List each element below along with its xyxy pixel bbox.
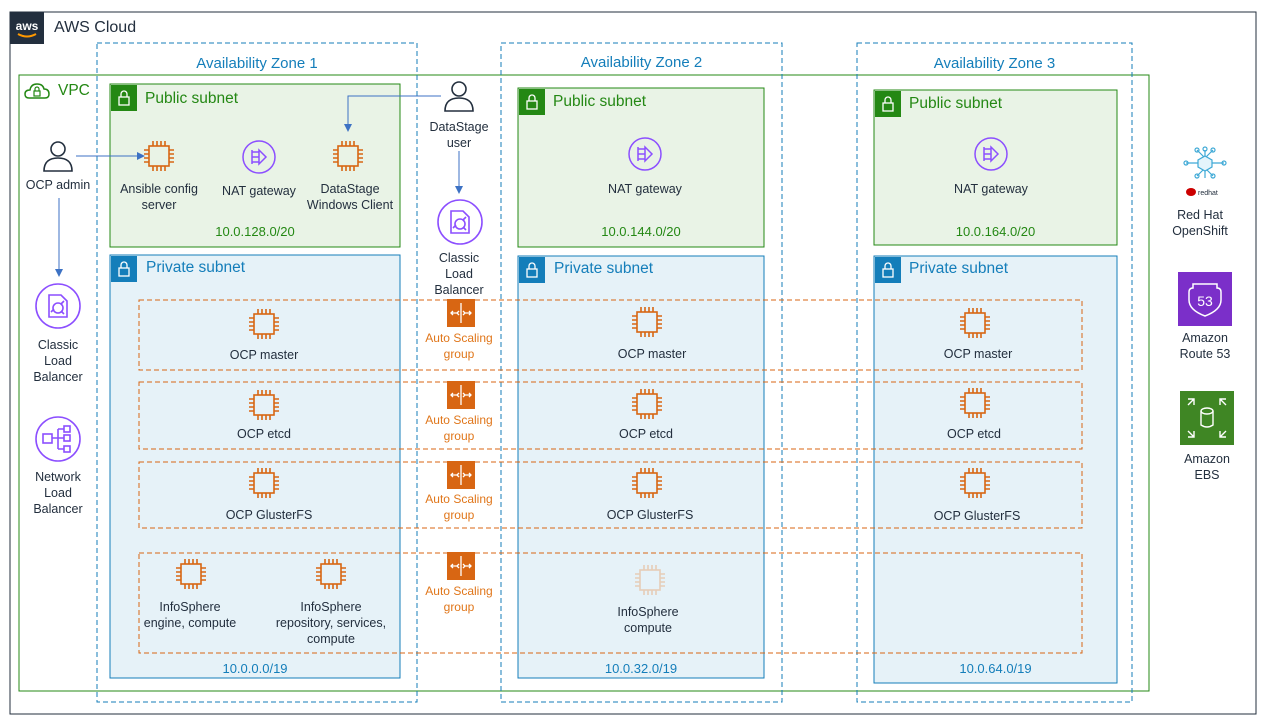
az2-ocp-master-label: OCP master <box>617 347 687 361</box>
az1-nat-gateway-label: NAT gateway <box>222 184 296 198</box>
az2-infosphere-compute-label: InfoSphere compute <box>617 605 679 635</box>
az2-private-subnet-title: Private subnet <box>554 260 654 277</box>
az1-ocp-glusterfs-label: OCP GlusterFS <box>225 508 313 522</box>
ec2-instance-icon <box>330 138 366 174</box>
az1-public-cidr: 10.0.128.0/20 <box>215 224 295 239</box>
ec2-instance-icon <box>629 465 665 501</box>
ec2-instance-icon <box>632 562 668 598</box>
lock-icon <box>519 257 545 283</box>
asg-row3-label: Auto Scaling group <box>425 492 493 522</box>
svg-text:53: 53 <box>1197 293 1213 309</box>
az2-public-subnet-title: Public subnet <box>553 93 647 110</box>
classic-load-balancer-left-label: Classic Load Balancer <box>33 338 83 384</box>
az3-private-subnet-title: Private subnet <box>909 260 1009 277</box>
az3-nat-gateway-label: NAT gateway <box>954 182 1028 196</box>
cloud-icon <box>20 76 54 108</box>
asg-row4-label: Auto Scaling group <box>425 584 493 614</box>
route53-label: Amazon Route 53 <box>1179 331 1231 361</box>
aws-cloud-title: AWS Cloud <box>54 19 137 36</box>
az3-public-cidr: 10.0.164.0/20 <box>955 224 1036 239</box>
az3-title: Availability Zone 3 <box>933 55 1056 72</box>
classic-load-balancer-center-label: Classic Load Balancer <box>434 251 484 297</box>
ocp-admin-label: OCP admin <box>25 178 91 192</box>
ebs-icon <box>1180 391 1234 445</box>
az3-ocp-master-label: OCP master <box>943 347 1013 361</box>
ec2-instance-icon <box>313 556 349 592</box>
az1-private-cidr: 10.0.0.0/19 <box>222 661 288 676</box>
az2-ocp-etcd-label: OCP etcd <box>619 427 673 441</box>
ec2-instance-icon <box>629 304 665 340</box>
nat-gateway-icon <box>241 139 277 175</box>
az2-title: Availability Zone 2 <box>580 54 703 71</box>
openshift-label: Red Hat OpenShift <box>1172 208 1228 238</box>
classic-load-balancer-icon <box>436 198 484 246</box>
ec2-instance-icon <box>957 305 993 341</box>
openshift-icon <box>1183 146 1227 184</box>
aws-logo-icon: aws <box>10 12 44 44</box>
ec2-instance-icon <box>629 386 665 422</box>
auto-scaling-icon <box>447 299 475 327</box>
ansible-config-server-label: Ansible config server <box>120 182 198 212</box>
classic-load-balancer-icon <box>34 282 82 330</box>
az3-public-subnet-title: Public subnet <box>909 95 1003 112</box>
ec2-instance-icon <box>141 138 177 174</box>
ec2-instance-icon <box>957 385 993 421</box>
az1-private-subnet-title: Private subnet <box>146 259 246 276</box>
az3-private-cidr: 10.0.64.0/19 <box>959 661 1032 676</box>
network-load-balancer-label: Network Load Balancer <box>33 470 83 516</box>
az1-public-subnet-title: Public subnet <box>145 90 239 107</box>
auto-scaling-icon <box>447 461 475 489</box>
lock-icon <box>875 257 901 283</box>
user-icon <box>40 138 76 174</box>
infosphere-repository-label: InfoSphere repository, services, compute <box>275 600 387 646</box>
az1-ocp-master-label: OCP master <box>229 348 299 362</box>
nat-gateway-icon <box>627 136 663 172</box>
az3-ocp-etcd-label: OCP etcd <box>947 427 1001 441</box>
lock-icon <box>111 256 137 282</box>
auto-scaling-icon <box>447 381 475 409</box>
ec2-instance-icon <box>957 465 993 501</box>
route53-icon: 53 <box>1178 272 1232 326</box>
lock-icon <box>111 85 137 111</box>
az2-public-cidr: 10.0.144.0/20 <box>601 224 681 239</box>
az1-ocp-etcd-label: OCP etcd <box>237 427 291 441</box>
asg-row1-label: Auto Scaling group <box>425 331 493 361</box>
nat-gateway-icon <box>973 136 1009 172</box>
ec2-instance-icon <box>246 387 282 423</box>
lock-icon <box>519 89 545 115</box>
lock-icon <box>875 91 901 117</box>
ec2-instance-icon <box>246 306 282 342</box>
az3-ocp-glusterfs-label: OCP GlusterFS <box>933 509 1021 523</box>
ec2-instance-icon <box>246 465 282 501</box>
svg-text:aws: aws <box>16 19 39 33</box>
az2-nat-gateway-label: NAT gateway <box>608 182 682 196</box>
datastage-user-label: DataStage user <box>429 120 489 150</box>
auto-scaling-icon <box>447 552 475 580</box>
datastage-windows-client-label: DataStage Windows Client <box>306 182 394 212</box>
svg-text:redhat: redhat <box>1198 190 1218 197</box>
infosphere-engine-label: InfoSphere engine, compute <box>143 600 237 630</box>
vpc-title: VPC <box>58 82 90 99</box>
user-icon <box>441 78 477 114</box>
ebs-label: Amazon EBS <box>1184 452 1230 482</box>
network-load-balancer-icon <box>34 415 82 463</box>
az2-private-cidr: 10.0.32.0/19 <box>604 661 678 676</box>
ec2-instance-icon <box>173 556 209 592</box>
az2-ocp-glusterfs-label: OCP GlusterFS <box>606 508 694 522</box>
redhat-logo-icon: redhat <box>1185 186 1225 198</box>
asg-row2-label: Auto Scaling group <box>425 413 493 443</box>
az1-title: Availability Zone 1 <box>196 55 318 72</box>
